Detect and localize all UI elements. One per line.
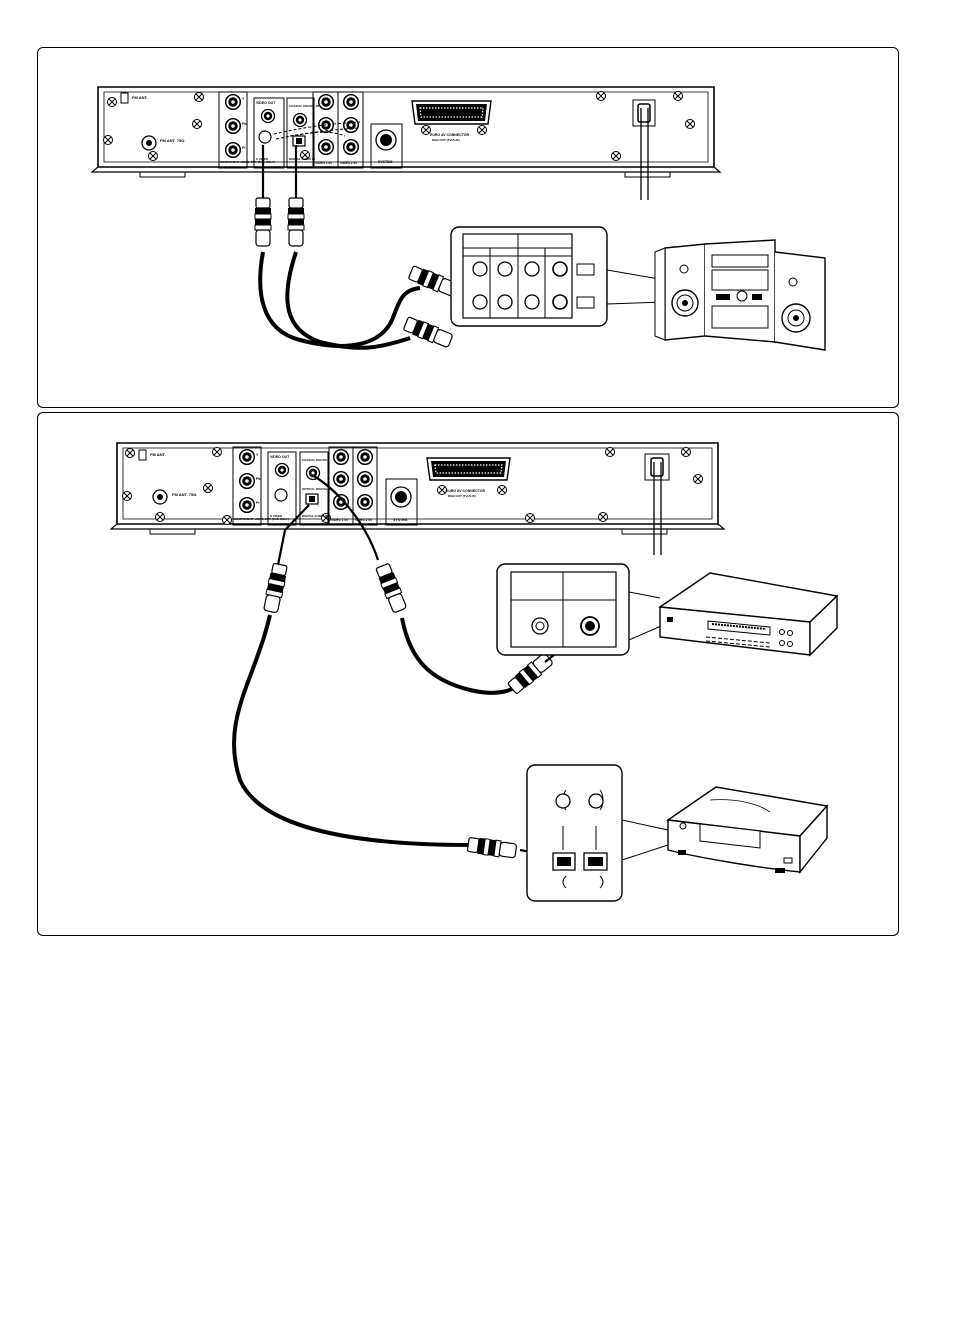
rca-plug — [254, 197, 272, 247]
video-1-in-label: VIDEO 1 IN — [331, 518, 348, 522]
system-label: SYSTEM — [378, 160, 392, 164]
fm-ant-75-label: FM ANT. 75Ω — [172, 492, 197, 497]
pb-label: Pb — [256, 477, 260, 481]
md-recorder — [666, 786, 829, 875]
euro-av-label: EURO AV CONNECTOR — [430, 133, 469, 137]
fm-ant-75-label: FM ANT. 75Ω — [160, 138, 185, 143]
coaxial-plug — [506, 651, 555, 696]
coaxial-digital-label: COAXIAL DIGITAL — [302, 458, 328, 462]
coaxial-digital-in-label: COAXIAL DIGITAL IN — [289, 104, 319, 108]
digital-audio-receiver — [658, 572, 839, 657]
fm-ant-label: FM ANT. — [150, 452, 166, 457]
coaxial-plug — [374, 562, 409, 614]
pr-label: Pr — [242, 146, 246, 150]
optical-plug — [262, 562, 289, 614]
s-video-jack — [274, 488, 288, 502]
audio-input-zoom — [450, 226, 666, 327]
rca-plug — [402, 315, 454, 350]
video-1-in-label: VIDEO 1 IN — [315, 161, 332, 165]
video-out-label: VIDEO OUT — [270, 455, 290, 459]
optical-digital-in-label: OPTICAL DIGITAL IN — [302, 487, 332, 491]
stereo-system — [654, 239, 826, 351]
euro-av-sub-label: RGB OUT (TV/AUX) — [432, 138, 460, 142]
digital-audio-in-label: DIGITAL AUDIO IN — [302, 514, 328, 518]
component-video-out-label: COMPONENT VIDEO OUT (DVD ONLY) — [234, 517, 289, 521]
pr-label: Pr — [256, 501, 260, 505]
digital-audio-in-label: DIGITAL AUDIO IN — [289, 157, 315, 161]
video-out-label: VIDEO OUT — [256, 101, 276, 105]
video-2-in-label: VIDEO 2 IN — [340, 161, 357, 165]
pb-label: Pb — [242, 122, 246, 126]
system-label: SYSTEM — [393, 518, 407, 522]
s-video-label: S VIDEO — [270, 514, 283, 518]
rca-plug — [287, 197, 305, 247]
dvd-unit-top: FM ANT. FM ANT. 75Ω Y Pb Pr COMPONENT VI… — [90, 86, 722, 200]
y-label: Y — [242, 97, 245, 101]
euro-av-label: EURO AV CONNECTOR — [446, 489, 485, 493]
y-label: Y — [256, 453, 259, 457]
optical-input-zoom — [526, 764, 669, 902]
dvd-unit-bottom: FM ANT. FM ANT. 75Ω Y Pb Pr COMPONENT VI… — [109, 442, 726, 555]
s-video-jack — [258, 130, 272, 144]
video-2-in-label: VIDEO 2 IN — [355, 518, 372, 522]
euro-av-sub-label: RGB OUT (TV/AUX) — [448, 494, 476, 498]
coaxial-input-zoom — [496, 563, 669, 656]
component-video-out-label: COMPONENT VIDEO OUT (DVD ONLY) — [220, 160, 275, 164]
fm-ant-label: FM ANT. — [132, 95, 148, 100]
optical-plug — [466, 835, 518, 860]
